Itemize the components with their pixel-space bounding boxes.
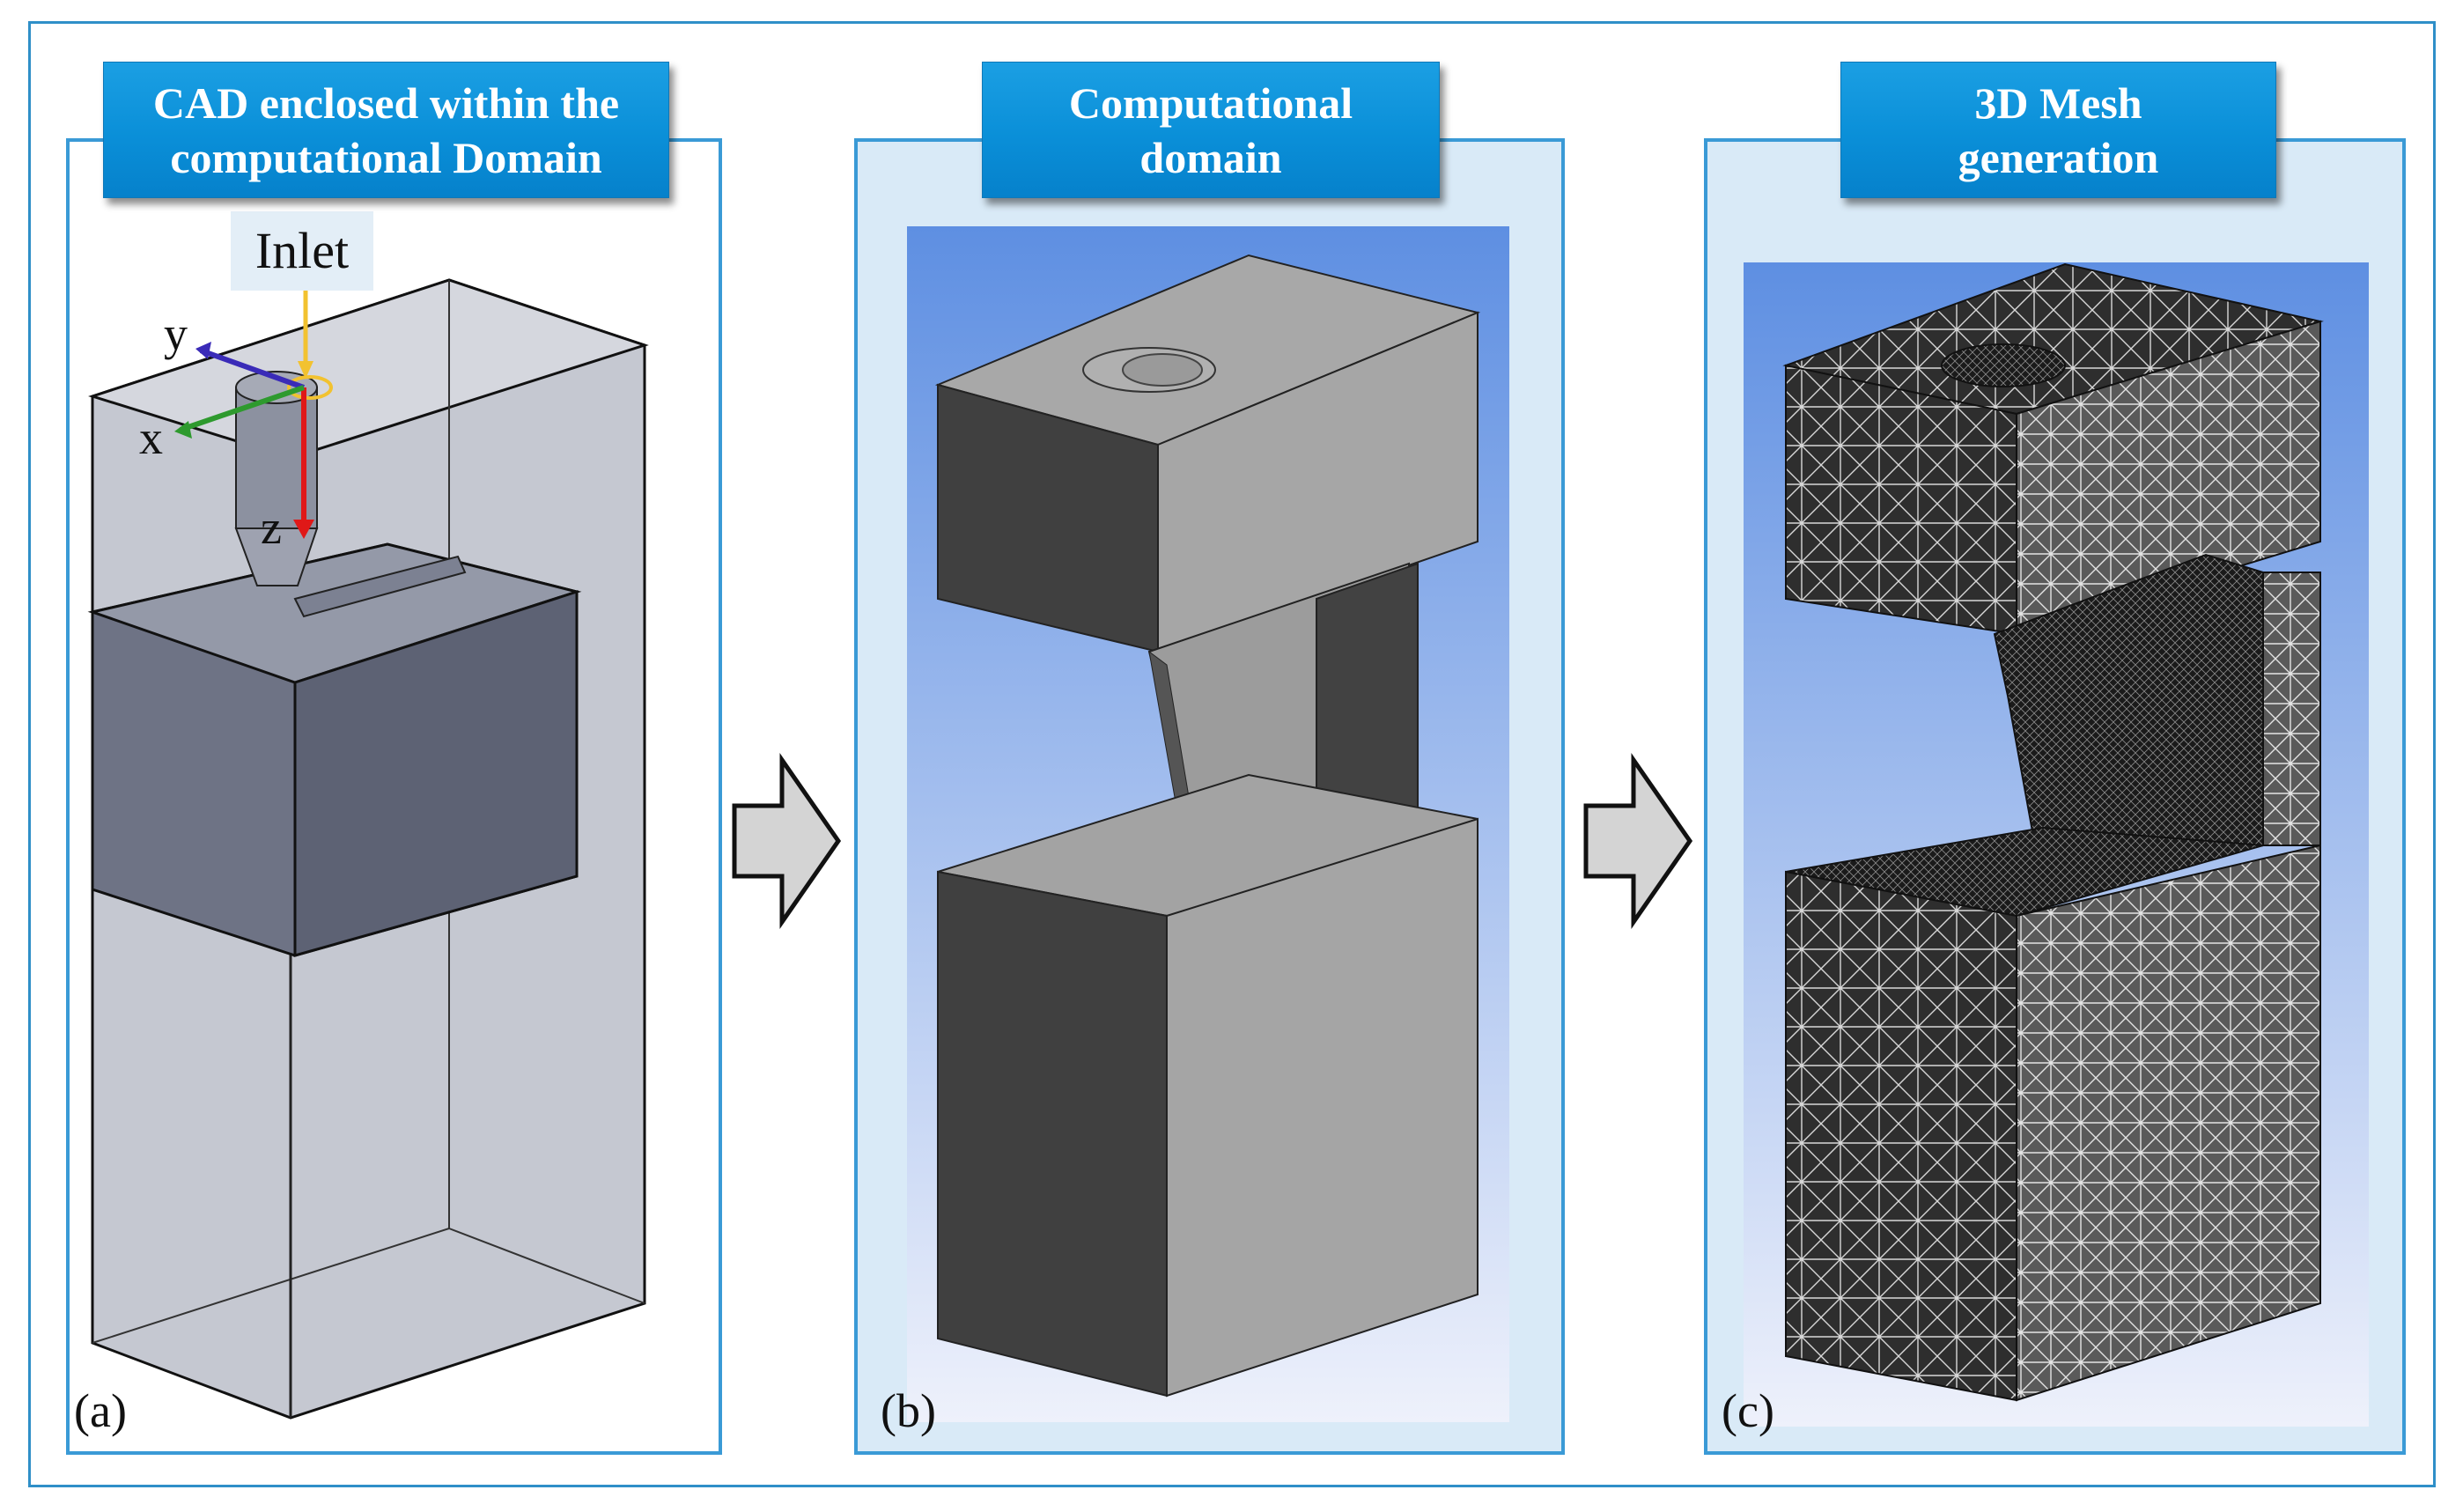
inlet-ring (287, 375, 333, 400)
x-axis (180, 385, 305, 432)
domain-box-edge-back-bottom (448, 1228, 645, 1304)
mesh-middle-side (2262, 572, 2321, 846)
mesh-upper-side (2016, 320, 2321, 636)
outer-frame (28, 21, 2436, 1487)
y-axis-head (195, 342, 211, 359)
mesh-nozzle-opening (1941, 343, 2066, 387)
x-axis-head (174, 421, 192, 439)
panel-a-letter: (a) (74, 1384, 127, 1437)
panel-a-title: CAD enclosed within the computational Do… (103, 62, 669, 198)
y-axis (199, 348, 306, 390)
right-arrow-icon (732, 753, 842, 929)
inlet-arrowhead (298, 361, 313, 379)
part-block-slot (293, 555, 467, 618)
mesh-lower-side (2016, 844, 2321, 1402)
lower-block-side (1166, 817, 1479, 1398)
mesh-upper-front (1785, 364, 2017, 636)
domain-box-edge-back-left (92, 1228, 450, 1344)
panel-c-letter: (c) (1722, 1384, 1774, 1437)
panel-b-letter: (b) (881, 1384, 936, 1437)
z-axis-label: z (261, 501, 282, 554)
x-axis-label: x (139, 411, 163, 464)
right-arrow-icon (1583, 753, 1693, 929)
part-block-right (293, 589, 579, 957)
panel-c-title: 3D Mesh generation (1840, 62, 2276, 198)
inlet-label: Inlet (231, 211, 373, 291)
mesh-lower-front (1785, 870, 2017, 1402)
nozzle-tip (234, 527, 319, 586)
z-axis-head (293, 520, 314, 539)
panel-b-title: Computational domain (982, 62, 1440, 198)
y-axis-label: y (164, 307, 188, 360)
